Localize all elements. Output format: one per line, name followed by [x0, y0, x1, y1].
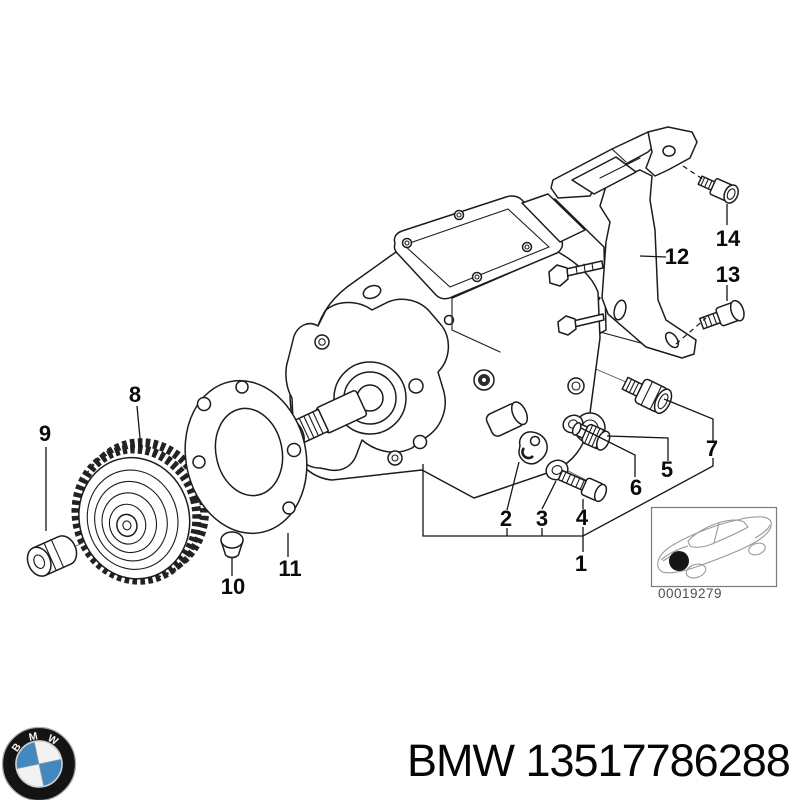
callout-14: 14 [716, 226, 741, 251]
callout-8: 8 [129, 382, 141, 407]
callout-12: 12 [665, 244, 689, 269]
callout-5: 5 [661, 457, 673, 482]
nut-illustration [26, 535, 78, 577]
callout-10: 10 [221, 574, 245, 599]
callout-6: 6 [630, 475, 642, 500]
bmw-roundel-logo: B M W [1, 726, 77, 800]
bolt-13-illustration [698, 299, 745, 330]
plug-illustration [220, 531, 244, 559]
callout-7: 7 [706, 436, 718, 461]
callout-1: 1 [575, 551, 587, 576]
callout-11: 11 [278, 556, 301, 581]
cover-screws [401, 209, 533, 283]
support-bracket-illustration [550, 126, 698, 359]
car-outline-icon [657, 516, 772, 579]
screw-plug-5-illustration [571, 422, 611, 451]
retainer-key-illustration [518, 431, 548, 465]
location-dot [669, 551, 689, 571]
pump-illustration [285, 193, 653, 499]
callout-2: 2 [500, 506, 512, 531]
logo-letter-m: M [28, 730, 39, 744]
inset-frame [650, 506, 778, 588]
car-location-inset: 00019279 [650, 506, 778, 601]
callout-13: 13 [716, 262, 740, 287]
screw-plug-7-illustration [621, 376, 673, 415]
gasket-plate-illustration [184, 379, 308, 535]
callout-4: 4 [576, 505, 589, 530]
bolt-4-illustration [557, 469, 608, 503]
callout-9: 9 [39, 421, 51, 446]
callout-3: 3 [536, 506, 548, 531]
bolt-14-illustration [697, 175, 739, 204]
part-number-text: BMW 13517786288 [407, 735, 790, 786]
callouts: 1 2 3 4 5 6 7 8 9 10 11 12 13 14 [39, 226, 741, 599]
leader-lines [45, 165, 728, 576]
inset-code: 00019279 [658, 586, 722, 601]
